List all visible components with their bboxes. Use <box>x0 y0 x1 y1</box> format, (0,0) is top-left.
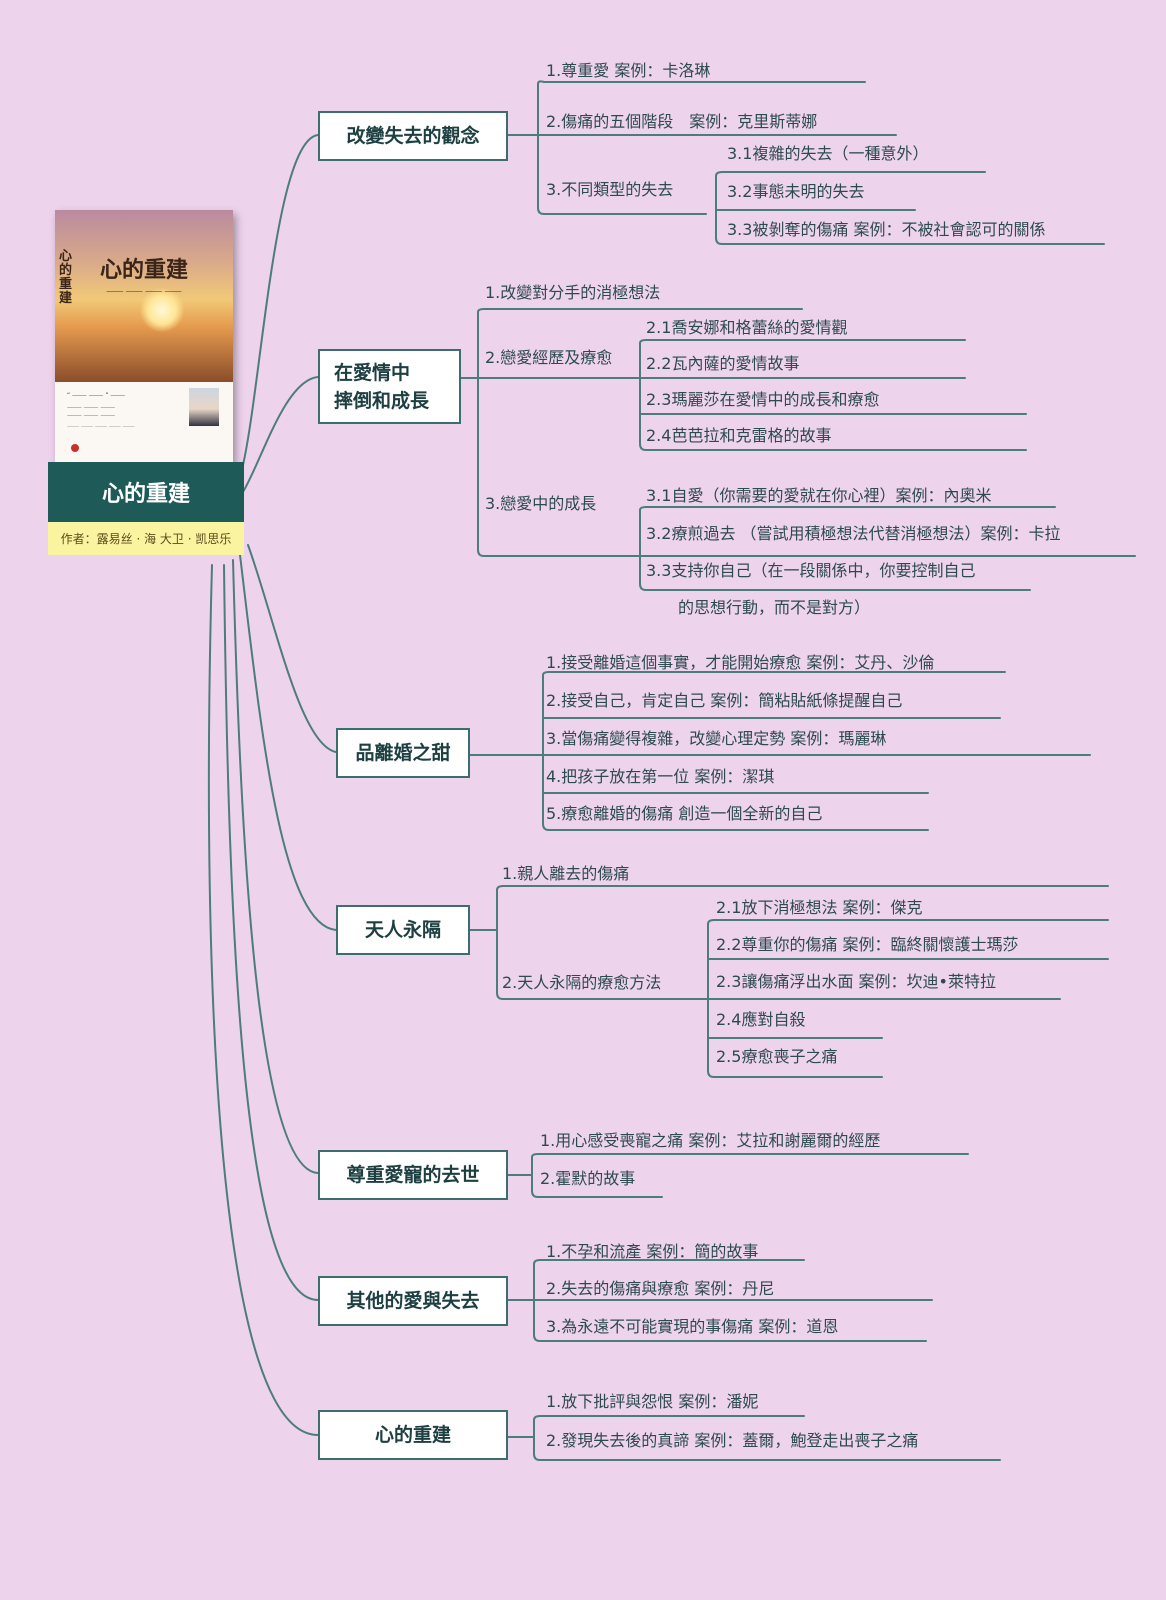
cover-sun <box>140 288 184 332</box>
b2-sub3-3-cont: 的思想行動，而不是對方） <box>678 598 871 617</box>
connector-b7-trunk <box>507 1415 1001 1461</box>
author-photo <box>189 388 219 426</box>
topic-pet-loss: 尊重愛寵的去世 <box>318 1150 508 1200</box>
b4-sub-1: 2.1放下消極想法 案例：傑克 <box>716 898 923 917</box>
book-cover-image: 心的重建 心的重建 ⸻ ⸻ ⸻ ⸻ “ ⸻ ⸻ ” ⸻ ⸻ ⸻ ⸻⸻ ⸻ ⸻ ⸻… <box>55 210 233 462</box>
topic-bereavement: 天人永隔 <box>336 905 470 955</box>
connector-b1-sub <box>715 171 1105 245</box>
b3-item-4: 4.把孩子放在第一位 案例：潔琪 <box>546 767 775 786</box>
b1-item-3: 3.不同類型的失去 <box>546 180 674 199</box>
connector-b4-trunk <box>469 885 1109 1000</box>
connector-b5-trunk <box>507 1153 969 1198</box>
b2-item-1: 1.改變對分手的消極想法 <box>485 283 661 302</box>
b2-sub2-3: 2.3瑪麗莎在愛情中的成長和療愈 <box>646 390 880 409</box>
connector-b2-sub3 <box>639 506 1136 591</box>
b2-item-3: 3.戀愛中的成長 <box>485 494 597 513</box>
connector-b1-trunk <box>507 80 897 215</box>
b6-item-3: 3.為永遠不可能實現的事傷痛 案例：道恩 <box>546 1317 839 1336</box>
b3-item-1: 1.接受離婚這個事實，才能開始療愈 案例：艾丹、沙倫 <box>546 653 935 672</box>
b7-item-2: 2.發現失去後的真諦 案例：蓋爾，鮑登走出喪子之痛 <box>546 1431 919 1450</box>
b5-item-2: 2.霍默的故事 <box>540 1169 636 1188</box>
topic-divorce: 品離婚之甜 <box>336 728 470 778</box>
b6-item-2: 2.失去的傷痛與療愈 案例：丹尼 <box>546 1279 775 1298</box>
topic-love-line-2: 摔倒和成長 <box>334 389 430 412</box>
b7-item-1: 1.放下批評與怨恨 案例：潘妮 <box>546 1392 759 1411</box>
b4-sub-3: 2.3讓傷痛浮出水面 案例：坎迪•萊特拉 <box>716 972 996 991</box>
b4-item-2: 2.天人永隔的療愈方法 <box>502 973 662 992</box>
b2-sub3-3: 3.3支持你自己（在一段關係中，你要控制自己 <box>646 561 976 580</box>
connector-root-b7 <box>207 564 319 1436</box>
b1-item-1: 1.尊重愛 案例：卡洛琳 <box>546 61 711 80</box>
topic-love-line-1: 在愛情中 <box>334 361 411 384</box>
cover-small-text-graphic: ⸻ ⸻ ⸻ ⸻ ⸻ <box>67 424 135 430</box>
topic-change-loss: 改變失去的觀念 <box>318 111 508 161</box>
connector-root-b3 <box>247 544 337 753</box>
b2-sub2-2: 2.2瓦內薩的愛情故事 <box>646 354 800 373</box>
b3-item-3: 3.當傷痛變得複雜，改變心理定勢 案例：瑪麗琳 <box>546 729 887 748</box>
topic-heart-rebuild: 心的重建 <box>318 1410 508 1460</box>
b4-item-1: 1.親人離去的傷痛 <box>502 864 630 883</box>
b2-sub3-1: 3.1自愛（你需要的愛就在你心裡）案例：內奧米 <box>646 486 992 505</box>
b4-sub-2: 2.2尊重你的傷痛 案例：臨終關懷護士瑪莎 <box>716 935 1019 954</box>
connector-b3-trunk <box>469 671 1091 831</box>
b2-sub2-4: 2.4芭芭拉和克雷格的故事 <box>646 426 832 445</box>
b2-item-2: 2.戀愛經歷及療愈 <box>485 348 613 367</box>
cover-quote-graphic: “ ⸻ ⸻ ” ⸻ <box>67 392 126 399</box>
b2-sub2-1: 2.1喬安娜和格蕾絲的愛情觀 <box>646 318 848 337</box>
connector-root-b1 <box>242 134 319 466</box>
topic-other-loss: 其他的愛與失去 <box>318 1276 508 1326</box>
cover-lower-panel: “ ⸻ ⸻ ” ⸻ ⸻ ⸻ ⸻⸻ ⸻ ⸻ ⸻ ⸻ ⸻ ⸻ ⸻ <box>55 382 233 462</box>
topic-love: 在愛情中 摔倒和成長 <box>318 349 461 424</box>
b5-item-1: 1.用心感受喪寵之痛 案例：艾拉和謝麗爾的經歷 <box>540 1131 881 1150</box>
author-bar: 作者：露易丝 · 海 大卫 · 凯思乐 <box>48 522 244 555</box>
b4-sub-5: 2.5療愈喪子之痛 <box>716 1047 838 1066</box>
b1-item-2: 2.傷痛的五個階段 案例：克里斯蒂娜 <box>546 112 818 131</box>
cover-title: 心的重建 <box>99 257 188 283</box>
root-title: 心的重建 <box>48 462 244 522</box>
b1-sub-1: 3.1複雜的失去（一種意外） <box>727 144 929 163</box>
b1-sub-2: 3.2事態未明的失去 <box>727 182 865 201</box>
b1-sub-3: 3.3被剝奪的傷痛 案例：不被社會認可的關係 <box>727 220 1046 239</box>
connector-root-b5 <box>232 559 319 1174</box>
publisher-logo-icon <box>71 444 79 452</box>
spine-title: 心的重建 <box>59 249 73 306</box>
cover-subtitle-graphic: ⸻ ⸻ ⸻ ⸻ <box>106 287 182 295</box>
cover-red-text-graphic: ⸻ ⸻ ⸻⸻ ⸻ ⸻ <box>67 404 116 419</box>
connector-b2-sub2 <box>639 339 1027 451</box>
connector-root-b2 <box>242 376 319 493</box>
b4-sub-4: 2.4應對自殺 <box>716 1010 806 1029</box>
connector-root-b6 <box>223 564 319 1301</box>
connector-b2-trunk <box>460 308 803 557</box>
connector-b4-sub <box>707 919 1109 1078</box>
connector-root-b4 <box>239 554 337 931</box>
b3-item-2: 2.接受自己，肯定自己 案例：簡粘貼紙條提醒自己 <box>546 691 903 710</box>
b3-item-5: 5.療愈離婚的傷痛 創造一個全新的自己 <box>546 804 823 823</box>
b6-item-1: 1.不孕和流產 案例：簡的故事 <box>546 1242 759 1261</box>
b2-sub3-2: 3.2療煎過去 （嘗試用積極想法代替消極想法）案例：卡拉 <box>646 524 1061 543</box>
connector-b6-trunk <box>507 1259 933 1342</box>
